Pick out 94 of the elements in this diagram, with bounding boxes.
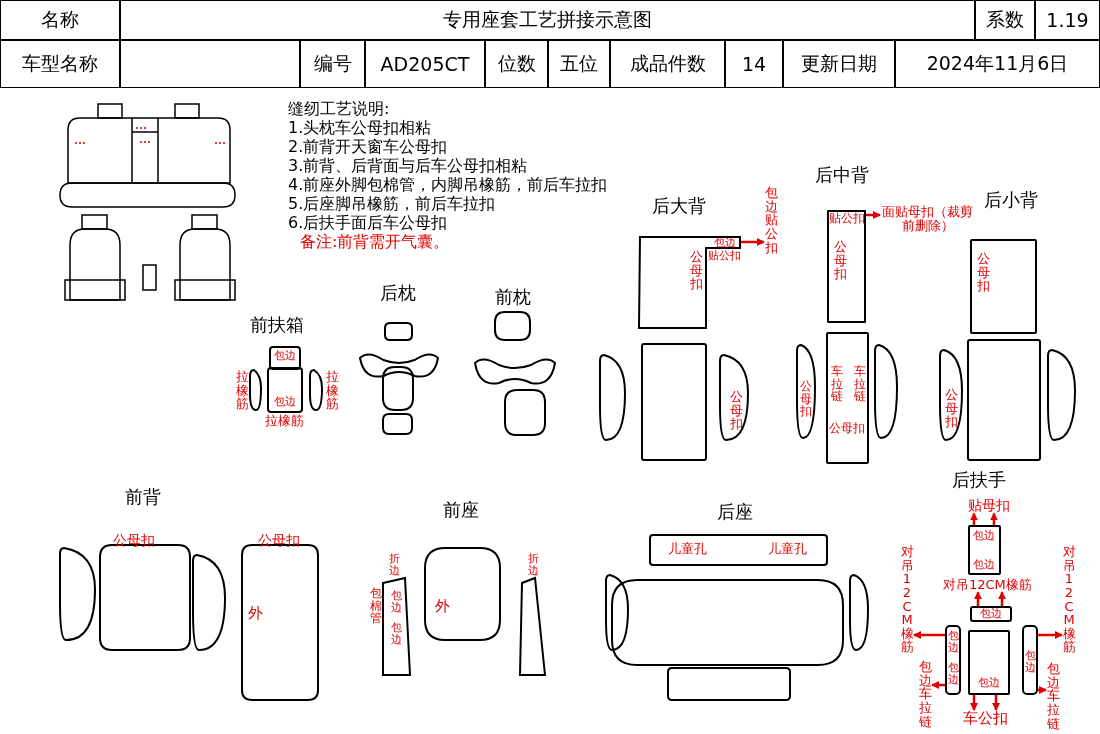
sewing-note: 拉橡筋 — [235, 370, 249, 411]
arrow — [913, 631, 945, 639]
callout-text: 面贴母扣（裁剪前删除） — [880, 205, 975, 234]
callout-text: 车公扣 — [963, 710, 1008, 727]
sewing-note: 公母扣 — [799, 380, 812, 418]
sewing-note: 拉橡筋 — [325, 370, 339, 411]
callout-text: 包边车拉链 — [918, 660, 932, 729]
sewing-note: 贴公扣 — [829, 212, 865, 226]
section-title: 后座 — [717, 502, 753, 522]
table-cell: 五位 — [548, 40, 610, 88]
section-title: 后小背 — [984, 190, 1038, 210]
callout-text: 对吊12CM橡筋 — [1062, 545, 1076, 655]
section-title: 后大背 — [652, 196, 706, 216]
note-line: 5.后座脚吊橡筋，前后车拉扣 — [288, 195, 496, 213]
section-title: 后扶手 — [952, 470, 1006, 490]
pattern-piece — [970, 606, 1012, 622]
arrow — [998, 591, 1006, 606]
pattern-piece — [1022, 625, 1038, 695]
table-cell: 编号 — [300, 40, 365, 88]
sewing-note: 公母扣 — [829, 422, 865, 436]
sewing-note: 公母扣 — [113, 533, 155, 549]
sewing-note: 公母扣 — [976, 252, 990, 293]
sewing-note: 公母扣 — [944, 388, 958, 429]
section-title: 后中背 — [815, 165, 869, 185]
sewing-note: 公母扣 — [729, 390, 743, 431]
section-title: 前扶箱 — [250, 315, 304, 335]
table-cell: 2024年11月6日 — [895, 40, 1100, 88]
section-title: 前背 — [125, 487, 161, 507]
sewing-note: 包边 — [1024, 650, 1036, 674]
pattern-piece — [968, 630, 1010, 695]
pattern-piece — [968, 525, 1001, 575]
note-line: 3.前背、后背面与后车公母扣相粘 — [288, 157, 528, 175]
arrow — [1038, 686, 1047, 694]
sewing-note: 包边 — [390, 622, 402, 646]
sewing-note: 贴公扣 — [708, 250, 741, 263]
note-line: 4.前座外脚包棉管，内脚吊橡筋，前后车拉扣 — [288, 176, 608, 194]
note-line: 2.前背开天窗车公母扣 — [288, 138, 448, 156]
table-cell: 更新日期 — [783, 40, 895, 88]
sewing-note: 儿童孔 — [668, 542, 707, 557]
table-cell: 名称 — [0, 0, 120, 40]
table-cell: 专用座套工艺拼接示意图 — [120, 0, 975, 40]
sewing-note: 包边 — [947, 662, 959, 686]
sewing-note: 外 — [435, 598, 450, 615]
note-line: 1.头枕车公母扣相粘 — [288, 119, 432, 137]
sewing-note: 包边 — [274, 350, 296, 363]
callout-text: 包边车拉链 — [1046, 662, 1060, 731]
callout-text: 对吊12CM橡筋 — [900, 545, 914, 655]
table-cell: 1.19 — [1035, 0, 1100, 40]
sewing-note: 公母扣 — [258, 533, 300, 549]
section-title: 后枕 — [380, 283, 416, 303]
table-cell: 车型名称 — [0, 40, 120, 88]
arrow — [741, 238, 765, 246]
note-line: 6.后扶手面后车公母扣 — [288, 214, 448, 232]
sewing-note: 折边 — [527, 553, 539, 577]
table-cell: 14 — [725, 40, 783, 88]
table-cell: AD205CT — [365, 40, 485, 88]
sewing-note: 包边 — [947, 630, 959, 654]
arrow — [866, 211, 881, 219]
pattern-piece — [827, 210, 866, 323]
sewing-note: 车拉链 — [830, 365, 843, 403]
sewing-note: 包边 — [973, 530, 995, 543]
arrow — [992, 695, 1000, 711]
sewing-note: 包边 — [980, 608, 1002, 621]
arrow — [931, 681, 945, 689]
sewing-note: 外 — [248, 605, 263, 622]
table-cell: 成品件数 — [610, 40, 725, 88]
sewing-note: 包边 — [978, 677, 1000, 690]
sewing-note: 包边 — [274, 396, 296, 409]
arrow — [1038, 631, 1063, 639]
note-heading: 缝纫工艺说明: — [288, 100, 390, 118]
table-cell: 系数 — [975, 0, 1035, 40]
sewing-note: 公母扣 — [833, 240, 847, 281]
sewing-note: 包边 — [973, 559, 995, 572]
sewing-note: 折边 — [388, 553, 400, 577]
note-line: 备注:前背需开气囊。 — [300, 233, 450, 251]
sewing-note: 儿童孔 — [768, 542, 807, 557]
sewing-note: 拉橡筋 — [265, 414, 304, 429]
sewing-note: 包棉管 — [369, 587, 382, 625]
callout-text: 包边贴公扣 — [764, 186, 778, 255]
sewing-note: 公母扣 — [689, 250, 703, 291]
arrow — [970, 512, 978, 525]
table-cell: 位数 — [485, 40, 548, 88]
pattern-piece — [639, 237, 741, 328]
callout-text: 对吊12CM橡筋 — [943, 578, 1032, 593]
pattern-piece — [945, 625, 961, 695]
arrow — [990, 512, 998, 525]
section-title: 前枕 — [495, 287, 531, 307]
section-title: 前座 — [443, 500, 479, 520]
sewing-note: 包边 — [390, 590, 402, 614]
sewing-note: 车拉链 — [853, 365, 866, 403]
arrow — [970, 695, 978, 711]
arrow — [974, 591, 982, 606]
sewing-note: 包边 — [714, 237, 736, 250]
callout-text: 贴母扣 — [968, 498, 1010, 514]
